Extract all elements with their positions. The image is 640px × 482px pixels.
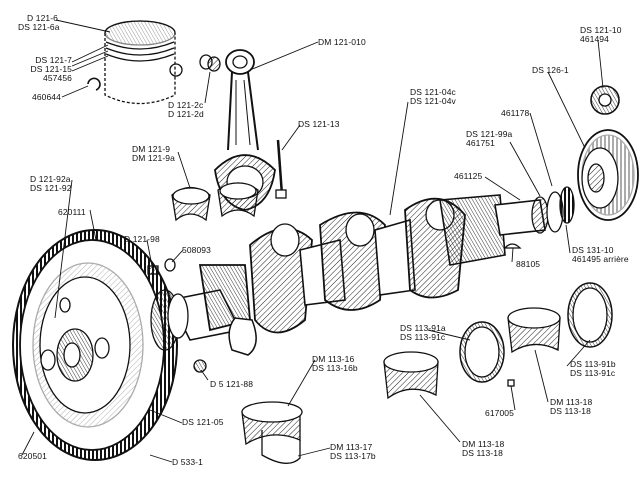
label-ring-gear: 620111 — [58, 207, 86, 217]
rod-bushing — [199, 54, 221, 72]
main-bearing-center — [383, 351, 439, 400]
label-timing-gear: DS 126-1 — [532, 65, 569, 75]
label-nut-d121-88: D 5 121-88 — [210, 379, 254, 389]
label-ring: D 533-1 — [172, 457, 203, 467]
leader-lines — [21, 19, 604, 463]
label-woodruff: 88105 — [516, 259, 541, 269]
timing-gear — [577, 129, 639, 221]
main-bearing-left — [241, 401, 303, 464]
label-washer: 508093 — [182, 245, 211, 255]
flywheel — [12, 229, 189, 461]
thrust-ring-1 — [459, 321, 505, 383]
piston — [104, 20, 183, 105]
label-spacer-461125: 461125 — [454, 171, 483, 181]
label-key-461178: 461178 — [501, 108, 530, 118]
washer-508093 — [164, 258, 176, 272]
rod-bolt — [275, 139, 287, 199]
label-flywheel: 620501 — [18, 451, 47, 461]
rod-bearing — [171, 182, 259, 222]
label-pin-617005: 617005 — [485, 408, 514, 418]
label-circlip: 460644 — [32, 92, 61, 102]
nut-d121-88 — [193, 359, 207, 373]
circlip — [87, 77, 101, 91]
woodruff-key — [503, 243, 522, 249]
label-dowel: D 121-98 — [124, 234, 160, 244]
label-rod-bolt: DS 121-13 — [298, 119, 340, 129]
label-conrod: DM 121-010 — [318, 37, 366, 47]
pin-617005 — [507, 379, 515, 387]
label-flywheel-nut: DS 121-05 — [182, 417, 224, 427]
thrust-ring-2 — [567, 282, 613, 348]
nut-461494 — [590, 85, 620, 115]
crankshaft — [168, 186, 575, 356]
main-bearing-right — [507, 307, 561, 354]
dowel-pin — [147, 265, 159, 275]
